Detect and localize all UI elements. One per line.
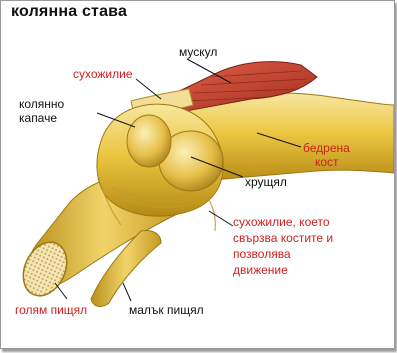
label-muscle: мускул [179, 45, 217, 59]
label-kneecap-line2: капаче [19, 111, 57, 125]
label-ligament-line1: сухожилие, което [233, 215, 330, 229]
label-femur-line1: бедрена [303, 141, 350, 155]
label-femur-line2: кост [315, 155, 339, 169]
label-kneecap-line1: колянно [19, 97, 64, 111]
label-ligament-line2: свързва костите и [233, 231, 333, 245]
label-ligament-line4: движение [233, 263, 288, 277]
kneecap-shape [127, 115, 171, 167]
label-tibia: голям пищял [15, 303, 87, 317]
label-ligament-line3: позволява [233, 247, 291, 261]
label-cartilage: хрущял [245, 175, 287, 189]
label-tendon: сухожилие [73, 67, 133, 81]
label-fibula: малък пищял [129, 303, 204, 317]
